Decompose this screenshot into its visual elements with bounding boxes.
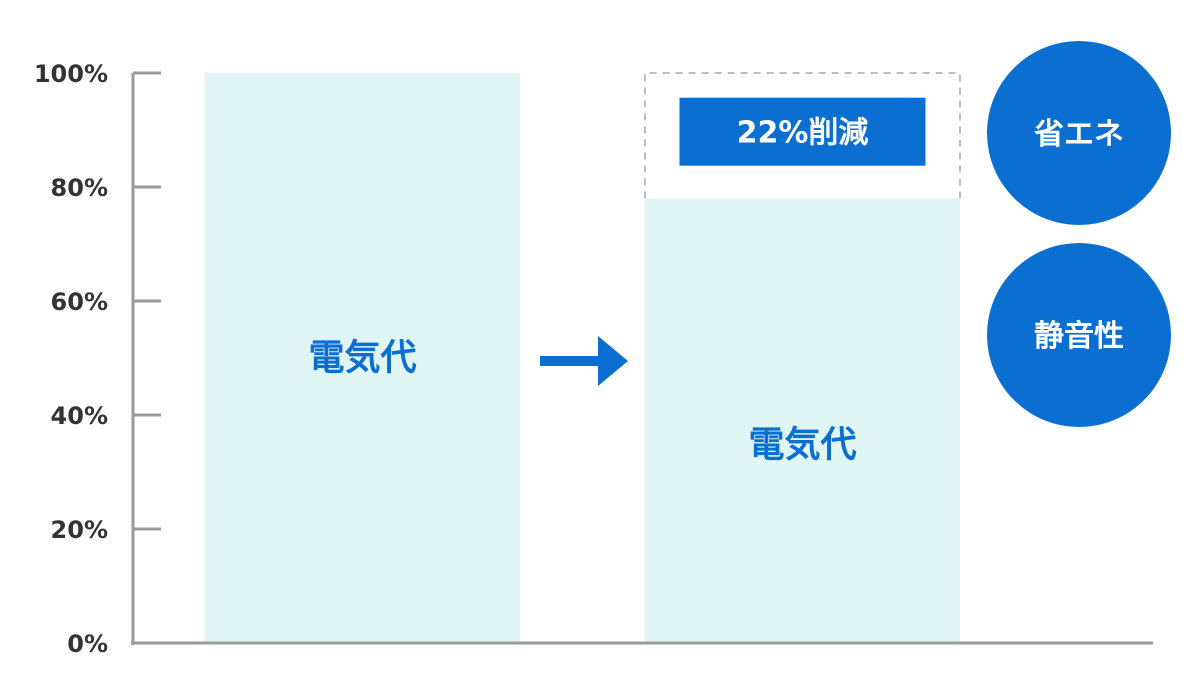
reduction-label: 22%削減 (737, 116, 869, 151)
feature-label: 省エネ (1034, 117, 1124, 152)
bar-1 (205, 73, 520, 643)
y-tick-label: 100% (34, 60, 108, 88)
y-tick-label: 40% (51, 402, 108, 430)
feature-circle (987, 41, 1171, 225)
y-axis: 0% 20% 40% 60% 80% 100% (34, 60, 161, 658)
y-tick-label: 0% (67, 630, 108, 658)
arrow-shaft (540, 356, 602, 366)
bar-label: 電気代 (748, 424, 856, 465)
feature-circle (987, 243, 1171, 427)
reduction-badge (679, 97, 926, 166)
y-tick-label: 60% (51, 288, 108, 316)
bar-2 (645, 198, 960, 643)
y-tick-label: 20% (51, 516, 108, 544)
arrow-head-icon (598, 336, 628, 386)
bar-label: 電気代 (308, 337, 416, 378)
feature-label: 静音性 (1034, 319, 1124, 354)
y-tick-label: 80% (51, 174, 108, 202)
